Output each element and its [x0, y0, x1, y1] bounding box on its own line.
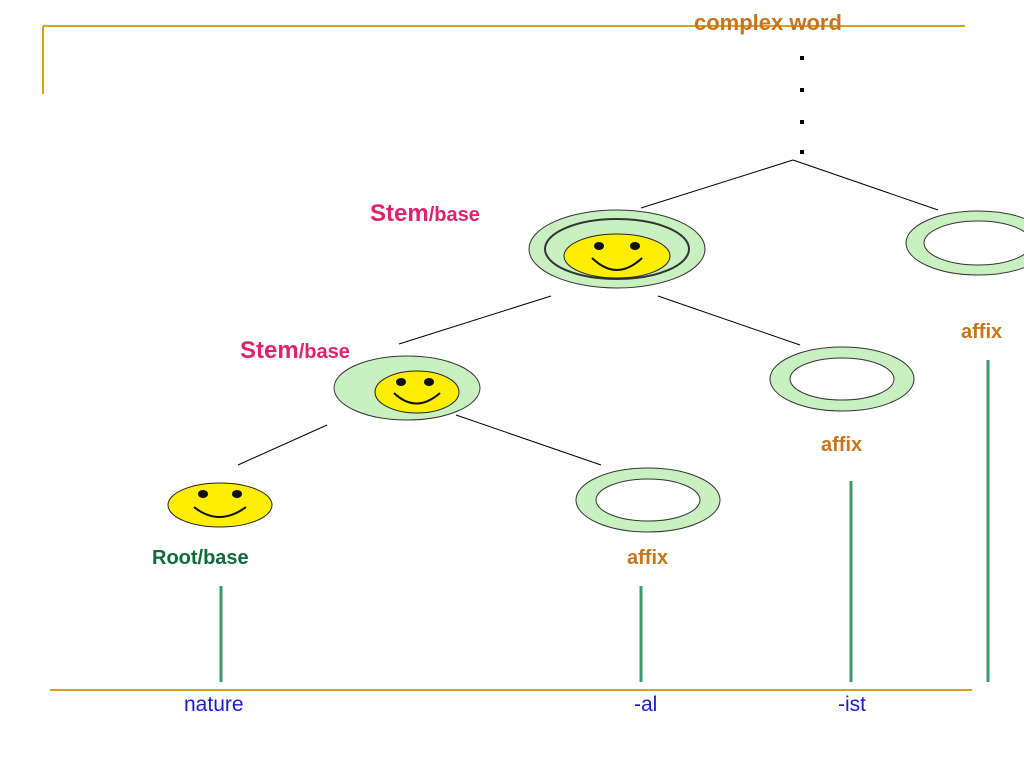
- branch-low-left: [237, 424, 328, 466]
- smiley-face-icon: [167, 482, 273, 528]
- word-al: -al: [634, 693, 658, 716]
- branch-top-left: [640, 159, 794, 209]
- stem-word: Stem: [370, 200, 429, 227]
- word-ist: -ist: [838, 693, 866, 716]
- ellipsis-dots: [800, 56, 804, 154]
- base-suffix: /base: [428, 204, 480, 226]
- smiley-face-icon: [563, 233, 671, 279]
- affix-node-top: [905, 210, 1024, 276]
- branch-top-right: [792, 159, 939, 211]
- affix-node-mid: [769, 346, 915, 412]
- base-suffix: /base: [298, 341, 350, 363]
- affix-label-mid: affix: [821, 434, 863, 456]
- affix-label-top: affix: [961, 321, 1003, 343]
- root-base-label: Root/base: [152, 547, 249, 569]
- branch-mid-left: [398, 295, 552, 345]
- complex-word-label: complex word: [694, 10, 842, 35]
- affix-node-low: [575, 467, 721, 533]
- stem-base-node-top: [528, 209, 706, 289]
- stem-base-label-mid: Stem/base: [240, 339, 350, 363]
- affix-label-low: affix: [627, 547, 669, 569]
- root-node: [167, 482, 273, 528]
- word-nature: nature: [184, 693, 244, 716]
- branch-mid-right: [657, 295, 801, 346]
- stem-word: Stem: [240, 337, 299, 364]
- smiley-face-icon: [374, 370, 460, 414]
- stem-base-node-mid: [333, 355, 481, 421]
- stem-base-label-top: Stem/base: [370, 202, 480, 226]
- branch-low-right: [455, 414, 602, 466]
